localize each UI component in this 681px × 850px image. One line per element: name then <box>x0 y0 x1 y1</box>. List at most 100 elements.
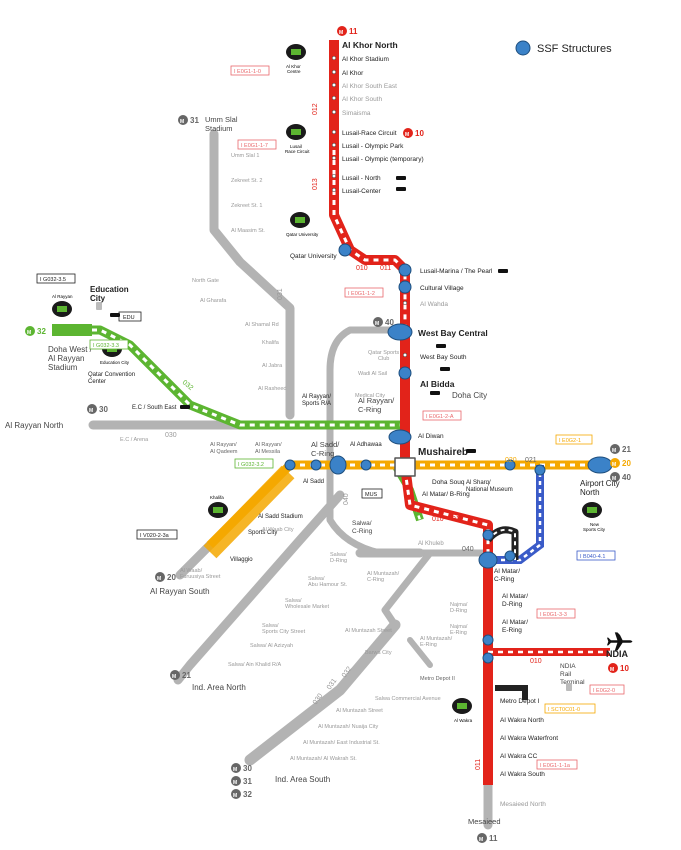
station-label: Al Muntazah/ Nuaija City <box>318 724 378 730</box>
station-label: Al Matar/C-Ring <box>494 568 520 583</box>
station-label: Al Muntazah/ East Industrial St. <box>303 740 380 746</box>
bus-icons <box>96 176 572 691</box>
station-label: Villaggio <box>230 557 253 563</box>
station-label: Barwa City <box>365 650 392 656</box>
svg-text:EDU: EDU <box>123 315 135 321</box>
stadium-icon <box>52 301 72 317</box>
station-label: Salwa/ Al Azizyah <box>250 643 293 649</box>
svg-text:I E0G1-3-3: I E0G1-3-3 <box>540 612 567 618</box>
svg-text:I SCT0C01-0: I SCT0C01-0 <box>548 707 580 713</box>
contract-box: I E0G1-1-0 <box>230 65 270 76</box>
bus-icon <box>396 187 406 191</box>
contract-box: I E0G1-1-7 <box>237 139 277 150</box>
svg-text:I G032-3.2: I G032-3.2 <box>238 462 264 468</box>
station-label: Sports City <box>248 530 277 536</box>
station-label: E.C / South East <box>132 405 177 411</box>
terminal-ind-area-north: Ind. Area North <box>192 683 246 692</box>
svg-text:M: M <box>612 448 616 454</box>
station-label: Lusail - North <box>342 175 381 182</box>
terminal-al-rayyan-south: Al Rayyan South <box>150 587 210 596</box>
station-label: Al Muntazah Street <box>345 628 392 634</box>
legend: SSF Structures <box>515 40 612 56</box>
station-al-bidda: Al Bidda <box>420 379 455 389</box>
svg-text:32: 32 <box>243 790 252 799</box>
station-label: Zekreet St. 2 <box>231 178 263 184</box>
station-label: Al Muntazah/ Al Wakrah St. <box>290 756 357 762</box>
svg-text:MUS: MUS <box>365 492 378 498</box>
station-label: Al Diwan <box>418 433 444 440</box>
contract-labels: I E0G1-1-0 I E0G1-1-7 I E0G1-1-2 I E0G1-… <box>36 65 625 770</box>
svg-text:I E0G2-0: I E0G2-0 <box>593 688 615 694</box>
svg-text:040: 040 <box>462 546 474 553</box>
svg-text:M: M <box>27 330 31 336</box>
station-label: Al Shamal Rd <box>245 322 279 328</box>
station-label: Medical City <box>355 393 385 399</box>
svg-text:21: 21 <box>622 445 631 454</box>
label-metro-depot-ii: Metro Depot II <box>420 676 455 682</box>
station-label: Al Sharq/National Museum <box>466 480 513 493</box>
red-south-labels: Doha Souq Al Matar/ B-Ring Al Matar/C-Ri… <box>422 479 558 826</box>
station-label: Al Khuleb <box>418 541 444 547</box>
svg-text:M: M <box>89 408 93 414</box>
svg-text:M: M <box>612 462 616 468</box>
svg-text:I V020-2-3a: I V020-2-3a <box>140 533 170 539</box>
terminal-al-khor-north: Al Khor North <box>342 40 398 50</box>
svg-text:020: 020 <box>505 457 517 464</box>
bus-icon <box>110 313 120 317</box>
station-label: Al Wakra CC <box>500 753 538 760</box>
contract-box: I G032-3.3 <box>89 339 129 350</box>
svg-text:11: 11 <box>489 834 498 843</box>
svg-text:30: 30 <box>243 764 252 773</box>
stadium-icon <box>452 698 472 714</box>
svg-text:M: M <box>405 132 409 138</box>
contract-box: I E0G2-0 <box>589 684 625 695</box>
station-label: Najma/E-Ring <box>450 624 468 636</box>
station-label: Al Khor Stadium <box>342 56 389 63</box>
bus-icon <box>96 302 102 310</box>
svg-text:031: 031 <box>277 288 284 300</box>
airplane-icon <box>607 632 633 651</box>
grey-labels: Umm Slal 1 Zekreet St. 2 Zekreet St. 1 A… <box>120 153 468 762</box>
station-label: Al Rayyan/Al Qadeem <box>210 442 238 455</box>
station-label: Al Sadd/C-Ring <box>311 440 340 458</box>
station-label: Al Sadd <box>303 479 324 485</box>
station-label: Salwa/Wholesale Market <box>285 598 329 610</box>
svg-text:I G032-3.5: I G032-3.5 <box>40 277 66 283</box>
station-west-bay-central: West Bay Central <box>418 328 488 338</box>
station-label: Al Wakra Waterfront <box>500 735 558 742</box>
stadium-icon <box>208 502 228 518</box>
svg-text:I E0G1-1-2: I E0G1-1-2 <box>348 291 375 297</box>
station-label: Al Muntazah/E-Ring <box>420 636 453 648</box>
svg-text:21: 21 <box>182 671 191 680</box>
bus-icon <box>180 405 190 409</box>
bus-icon <box>396 176 406 180</box>
svg-text:M: M <box>172 674 176 680</box>
station-label: Al Khor <box>342 70 364 77</box>
svg-text:I E0G1-1-1a: I E0G1-1-1a <box>540 763 571 769</box>
station-label: Al Wakra South <box>500 771 545 778</box>
station-label: Al Muntazah Street <box>336 708 383 714</box>
station-label: Al Rasheed <box>258 386 286 392</box>
station-label: Simaisma <box>342 110 371 117</box>
contract-box: I E0G1-3-3 <box>536 608 576 619</box>
station-label: Najma/D-Ring <box>450 602 468 614</box>
station-mushaireb: Mushaireb <box>418 447 468 458</box>
ssf-structures <box>284 243 613 664</box>
svg-text:I E0G1-1-7: I E0G1-1-7 <box>241 143 268 149</box>
svg-text:M: M <box>233 780 237 786</box>
